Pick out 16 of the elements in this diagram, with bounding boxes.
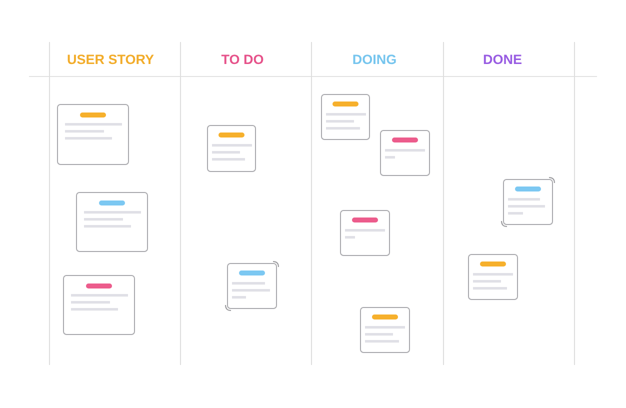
sticky-note-drawing <box>76 192 148 252</box>
column-title: DONE <box>482 51 523 69</box>
sticky-note-drawing <box>321 94 370 140</box>
board-column <box>443 42 575 365</box>
sticky-note-drawing <box>63 275 135 335</box>
column-title: DOING <box>351 51 398 69</box>
sticky-note-drawing <box>380 130 430 176</box>
sticky-note-drawing <box>207 125 256 172</box>
sticky-note-drawing <box>340 210 390 256</box>
column-title: USER STORY <box>66 51 156 69</box>
sticky-note-drawing <box>224 260 280 312</box>
sticky-note-drawing <box>500 176 556 228</box>
sticky-note-drawing <box>360 307 410 353</box>
sticky-note-drawing <box>468 254 518 300</box>
column-title: TO DO <box>220 51 265 69</box>
sticky-note-drawing <box>57 104 129 165</box>
